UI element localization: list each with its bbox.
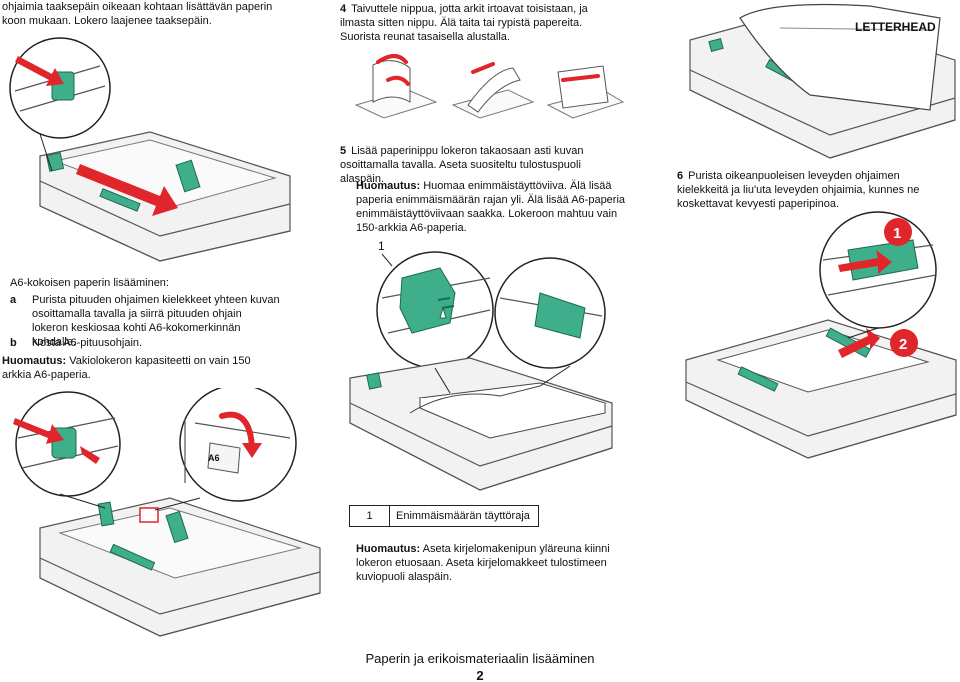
a6-item-b: b Nosta A6-pituusohjain. <box>10 336 280 350</box>
a6-item-b-label: b <box>10 337 17 349</box>
step-6-number: 6 <box>677 170 684 182</box>
a6-heading: A6-kokoisen paperin lisääminen: <box>10 277 169 289</box>
badge-two: 2 <box>899 336 907 353</box>
step-4-text: Taivuttele nippua, jotta arkit irtoavat … <box>340 3 588 44</box>
step-5-note-label: Huomautus: <box>356 180 421 192</box>
step-4-number: 4 <box>340 3 347 15</box>
a6-tray-mark: A6 <box>208 453 220 463</box>
a6-item-a-text: Purista pituuden ohjaimen kielekkeet yht… <box>32 294 280 349</box>
page-number: 2 <box>476 668 484 682</box>
step-6-text: Purista oikeanpuoleisen leveyden ohjaime… <box>677 170 920 211</box>
letterhead-note-label: Huomautus: <box>356 543 421 555</box>
a6-note-text: Vakiolokeron kapasiteetti on vain 150 ar… <box>2 355 251 382</box>
step-5-note-text: Huomaa enimmäistäyttöviiva. Älä lisää pa… <box>356 180 626 235</box>
step-5-text: Lisää paperinippu lokeron takaosaan asti… <box>340 145 584 186</box>
letterhead-note: Huomautus: Aseta kirjelomakenipun yläreu… <box>356 542 626 584</box>
step-5-note: Huomautus: Huomaa enimmäistäyttöviiva. Ä… <box>356 179 626 235</box>
max-fill-callout-number: 1 <box>378 239 385 253</box>
a6-item-a: a Purista pituuden ohjaimen kielekkeet y… <box>10 293 280 349</box>
callout-number: 1 <box>350 506 390 526</box>
load-paper-illustration: 1 <box>340 238 620 492</box>
letterhead-note-text: Aseta kirjelomakenipun yläreuna kiinni l… <box>356 543 610 584</box>
step-5-number: 5 <box>340 145 347 157</box>
width-guide-illustration: 1 2 <box>678 210 960 460</box>
a6-item-a-label: a <box>10 294 17 306</box>
tray-length-guide-illustration <box>0 36 300 266</box>
flex-paper-illustration <box>348 50 628 130</box>
a6-note: Huomautus: Vakiolokeron kapasiteetti on … <box>2 354 272 382</box>
a6-note-label: Huomautus: <box>2 355 67 367</box>
callout-legend: 1 Enimmäismäärän täyttöraja <box>349 505 539 527</box>
letterhead-label: LETTERHEAD <box>855 20 936 34</box>
letterhead-tray-illustration: LETTERHEAD <box>680 0 960 162</box>
footer-title: Paperin ja erikoismateriaalin lisääminen <box>365 651 595 666</box>
a6-item-b-text: Nosta A6-pituusohjain. <box>32 337 143 349</box>
intro-text: ohjaimia taaksepäin oikeaan kohtaan lisä… <box>2 1 273 28</box>
callout-label: Enimmäismäärän täyttöraja <box>396 509 530 522</box>
a6-guide-illustration: A6 <box>0 388 330 638</box>
badge-one: 1 <box>893 225 901 242</box>
